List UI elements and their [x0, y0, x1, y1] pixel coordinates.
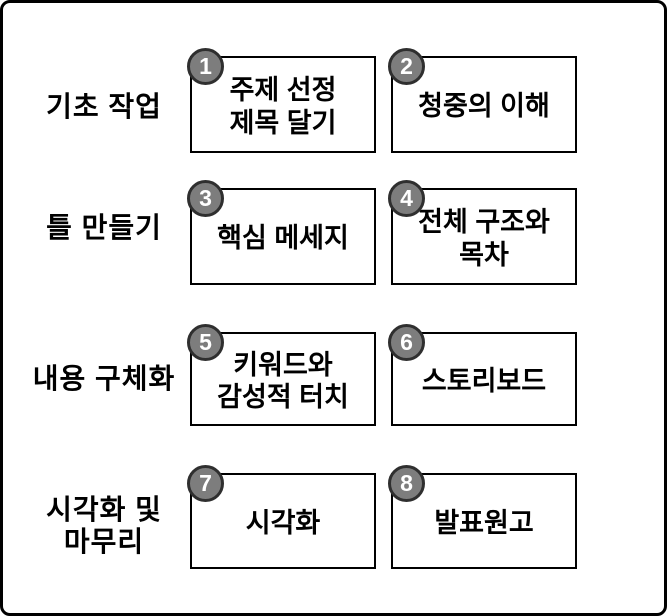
step-box-5: 5 키워드와 감성적 터치 — [187, 324, 376, 426]
step-box-8-label: 발표원고 — [434, 507, 534, 538]
step-box-3-label: 핵심 메세지 — [217, 223, 349, 254]
step-box-2: 2 청중의 이해 — [388, 48, 577, 153]
step-number-badge-4: 4 — [388, 180, 425, 217]
stage-label-foundation: 기초 작업 — [46, 91, 162, 122]
step-box-6: 6 스토리보드 — [388, 324, 577, 426]
step-number-badge-7: 7 — [187, 465, 224, 502]
step-box-1-label: 주제 선정 제목 달기 — [229, 75, 337, 138]
step-box-4-label: 전체 구조와 목차 — [418, 207, 550, 270]
step-box-3: 3 핵심 메세지 — [187, 180, 376, 285]
step-box-7-label: 시각화 — [245, 507, 321, 538]
step-number-badge-8: 8 — [388, 465, 425, 502]
step-number-badge-6: 6 — [388, 324, 425, 361]
stage-label-visualization-finish: 시각화 및 마무리 — [46, 494, 162, 558]
step-number-badge-2: 2 — [388, 48, 425, 85]
step-box-8: 8 발표원고 — [388, 465, 577, 569]
step-box-7: 7 시각화 — [187, 465, 376, 569]
step-box-1: 1 주제 선정 제목 달기 — [187, 48, 376, 153]
step-box-4: 4 전체 구조와 목차 — [388, 180, 577, 285]
step-box-6-label: 스토리보드 — [421, 365, 547, 396]
step-number-badge-5: 5 — [187, 324, 224, 361]
stage-label-framework: 틀 만들기 — [46, 212, 162, 243]
step-box-2-label: 청중의 이해 — [418, 91, 550, 122]
step-number-badge-1: 1 — [187, 48, 224, 85]
stage-label-content-detail: 내용 구체화 — [32, 363, 176, 394]
step-box-5-label: 키워드와 감성적 터치 — [217, 349, 349, 412]
step-number-badge-3: 3 — [187, 180, 224, 217]
